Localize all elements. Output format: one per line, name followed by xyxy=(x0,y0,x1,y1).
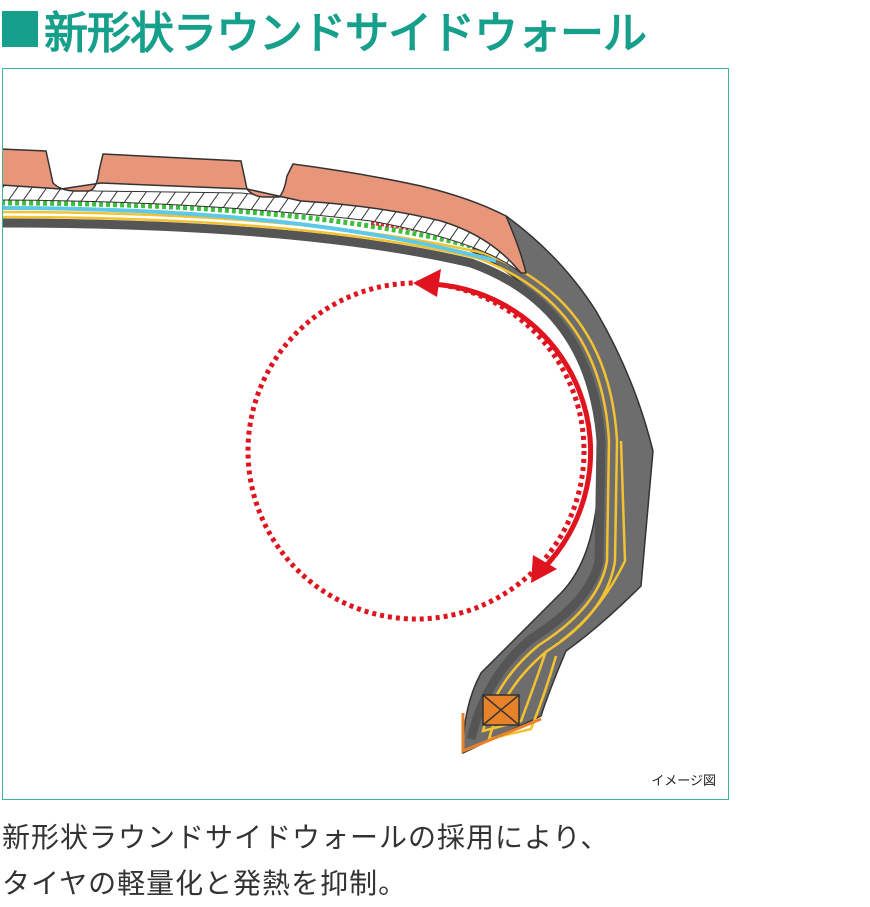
square-bullet-icon xyxy=(2,11,38,47)
tire-diagram-frame: イメージ図 xyxy=(2,68,729,800)
ply-turnup xyxy=(560,440,627,642)
caption-line-2: タイヤの軽量化と発熱を抑制。 xyxy=(2,867,408,900)
dotted-circle xyxy=(245,280,587,622)
green-belt xyxy=(3,200,472,249)
deflection-arrow xyxy=(430,281,594,573)
caption-line-1: 新形状ラウンドサイドウォールの採用により、 xyxy=(2,821,610,854)
caption: 新形状ラウンドサイドウォールの採用により、 タイヤの軽量化と発熱を抑制。 xyxy=(2,815,609,907)
tread xyxy=(3,148,527,274)
bead-cross xyxy=(482,694,520,726)
cyan-layer xyxy=(3,206,497,263)
chafer xyxy=(461,713,542,754)
tire-cross-section xyxy=(3,148,654,755)
inner-liner xyxy=(3,218,606,741)
page-title: 新形状ラウンドサイドウォール xyxy=(2,0,647,59)
arrowhead-bottom-icon xyxy=(531,555,557,583)
image-note: イメージ図 xyxy=(651,774,716,789)
arrowhead-top-icon xyxy=(413,269,441,297)
carcass-ply xyxy=(3,215,611,733)
title-text: 新形状ラウンドサイドウォール xyxy=(44,8,647,59)
